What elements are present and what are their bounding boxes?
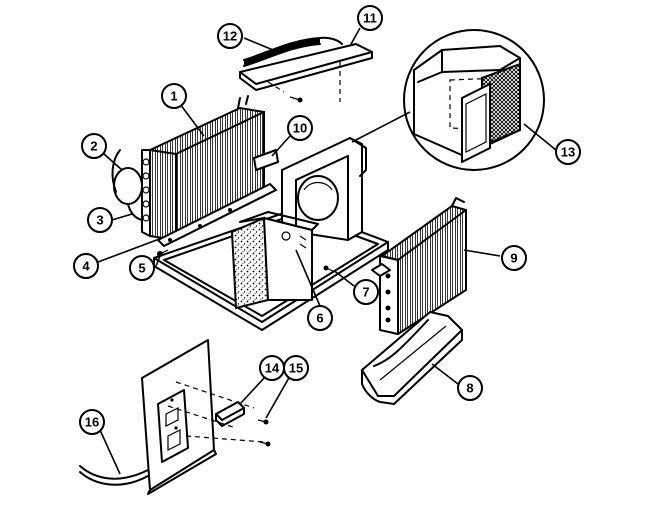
callout-10: 10	[287, 115, 313, 141]
evaporator-coil-part	[371, 197, 467, 336]
grille-detail-inset	[403, 29, 545, 171]
connector-part	[215, 401, 245, 427]
svg-text:16: 16	[85, 415, 99, 430]
top-cover-plate-part	[239, 43, 373, 103]
callout-8: 8	[457, 375, 483, 401]
callout-5: 5	[129, 255, 155, 281]
gasket-strip-part	[243, 36, 343, 67]
callout-3: 3	[87, 207, 113, 233]
screw-part	[257, 419, 269, 425]
svg-text:12: 12	[223, 29, 237, 44]
callout-12: 12	[217, 23, 243, 49]
svg-text:5: 5	[138, 261, 145, 276]
tubing-loop-part	[111, 149, 143, 205]
callout-6: 6	[307, 305, 333, 331]
svg-text:8: 8	[466, 381, 473, 396]
leader-lines	[97, 27, 557, 475]
inset-leader-line	[351, 111, 411, 143]
svg-text:11: 11	[363, 11, 377, 26]
fan-orifice-icon	[297, 175, 339, 221]
svg-text:6: 6	[316, 311, 323, 326]
control-panel-part	[141, 339, 265, 495]
callout-1: 1	[161, 83, 187, 109]
power-cord-part	[79, 465, 149, 486]
svg-text:14: 14	[265, 361, 280, 376]
base-rail-part	[157, 183, 277, 247]
capillary-tube-part	[127, 203, 143, 221]
svg-text:1: 1	[170, 89, 177, 104]
screw-part	[259, 441, 271, 447]
callout-7: 7	[353, 279, 379, 305]
callout-13: 13	[555, 139, 581, 165]
drain-deflector-part	[361, 311, 463, 405]
callout-9: 9	[501, 245, 527, 271]
svg-text:9: 9	[510, 251, 517, 266]
svg-text:3: 3	[96, 213, 103, 228]
callout-11: 11	[357, 5, 383, 31]
tube-hairpins-icon	[142, 158, 150, 222]
svg-text:13: 13	[561, 145, 575, 160]
screw-icon	[289, 96, 303, 103]
callout-15: 15	[283, 355, 309, 381]
callout-2: 2	[81, 133, 107, 159]
svg-text:15: 15	[289, 361, 303, 376]
svg-text:2: 2	[90, 139, 97, 154]
svg-text:4: 4	[82, 259, 90, 274]
partition-insulation-part	[230, 211, 319, 310]
callout-14: 14	[259, 355, 285, 381]
callout-4: 4	[73, 253, 99, 279]
callout-16: 16	[79, 409, 105, 435]
svg-text:7: 7	[362, 285, 369, 300]
svg-text:10: 10	[293, 121, 307, 136]
